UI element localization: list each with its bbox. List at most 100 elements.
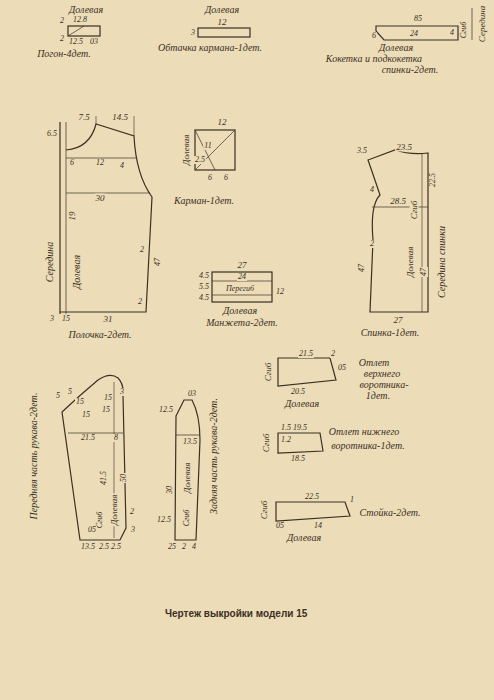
- dimension-number: 30: [166, 485, 174, 495]
- dimension-number: 30: [95, 194, 106, 203]
- part-name: Задняя часть рукава-2дет.: [209, 397, 219, 515]
- dimension-number: 15: [61, 315, 71, 323]
- dimension-number: 47: [154, 257, 162, 267]
- dimension-number: 4: [191, 543, 197, 551]
- pattern-note: Долевая: [182, 134, 191, 167]
- dimension-number: 13.5: [182, 438, 198, 446]
- dimension-number: 2.5: [110, 543, 122, 551]
- part-name: Карман-1дет.: [173, 196, 235, 206]
- part-name: Спинка-1дет.: [360, 328, 421, 338]
- dimension-number: 5: [55, 392, 61, 400]
- dimension-number: 20.5: [290, 388, 306, 396]
- dimension-number: 24: [409, 30, 419, 38]
- part-name: Обтачка кармана-1дет.: [157, 43, 263, 53]
- dimension-number: 12.5: [68, 38, 84, 46]
- dimension-number: 14: [313, 522, 323, 530]
- dimension-number: 8: [113, 434, 119, 442]
- dimension-number: 50: [120, 473, 128, 483]
- pattern-note: Долевая: [286, 533, 322, 543]
- dimension-number: 19: [68, 211, 77, 222]
- pattern-note: Долевая: [222, 306, 258, 316]
- dimension-number: 05: [337, 364, 347, 372]
- dimension-number: 03: [187, 390, 197, 398]
- dimension-number: 1: [349, 496, 355, 504]
- dimension-number: 12: [275, 288, 285, 296]
- part-name: спинки-2дет.: [381, 65, 440, 75]
- dimension-number: 25: [167, 543, 177, 551]
- pattern-note: Сгиб: [260, 500, 269, 521]
- dimension-number: 47: [358, 263, 366, 273]
- dimension-number: 14.5: [111, 113, 129, 122]
- dimension-number: 1.2: [280, 436, 292, 444]
- dimension-number: 03: [89, 38, 99, 46]
- dimension-number: 21.5: [298, 350, 314, 358]
- dimension-number: 12: [217, 18, 228, 27]
- dimension-number: 24: [237, 273, 247, 281]
- dimension-number: 5: [67, 388, 73, 396]
- pattern-note: Сгиб: [264, 362, 273, 383]
- pattern-note: Долевая: [284, 399, 320, 409]
- dimension-number: 12.8: [72, 16, 88, 24]
- dimension-number: 05: [275, 522, 285, 530]
- part-name: воротника-1дет.: [330, 441, 405, 451]
- pattern-note: Сгиб: [262, 433, 271, 454]
- dimension-number: 6: [371, 32, 377, 40]
- dimension-number: 12: [95, 159, 105, 167]
- dimension-number: 18.5: [290, 455, 306, 463]
- dimension-number: 85: [413, 15, 423, 23]
- dimension-number: 28.5: [389, 197, 407, 206]
- pattern-note: Середина: [45, 241, 55, 283]
- pattern-note: Долевая: [68, 5, 104, 15]
- part-name: 1дет.: [365, 391, 391, 401]
- dimension-number: 12: [217, 118, 228, 127]
- pattern-note: Долевая: [110, 494, 119, 527]
- dimension-number: 47: [420, 267, 428, 277]
- pattern-note: Долевая: [406, 246, 415, 279]
- dimension-number: 22.5: [304, 493, 320, 501]
- dimension-number: 3: [130, 526, 136, 534]
- dimension-number: 3: [49, 315, 55, 323]
- pattern-note: верхнего: [363, 369, 401, 379]
- dimension-number: 15: [81, 411, 91, 419]
- pattern-note: Отлет: [358, 358, 391, 368]
- pattern-note: Перегиб: [225, 285, 255, 293]
- dimension-number: 15: [101, 406, 111, 414]
- dimension-number: 2.5: [98, 543, 110, 551]
- drawing-title: Чертеж выкройки модели 15: [165, 609, 307, 619]
- dimension-number: 6: [207, 174, 213, 182]
- pattern-note: Середина: [478, 5, 487, 43]
- dimension-number: 12.5: [158, 406, 174, 414]
- part-name: Погон-4дет.: [36, 49, 92, 59]
- part-name: Передняя часть рукава-2дет.: [29, 392, 39, 521]
- part-name: Полочка-2дет.: [67, 330, 132, 340]
- pattern-note: Кокетка и подкокетка: [325, 54, 423, 64]
- pattern-note: Долевая: [378, 43, 414, 53]
- dimension-number: 2: [137, 298, 143, 306]
- pattern-note: Сгиб: [460, 21, 468, 39]
- dimension-number: 3: [190, 29, 196, 37]
- dimension-number: 2: [369, 240, 375, 248]
- pattern-note: Сгиб: [410, 200, 419, 221]
- dimension-number: 11: [203, 142, 212, 150]
- dimension-number: 23.5: [395, 143, 413, 152]
- dimension-number: 4: [449, 29, 455, 37]
- pattern-note: Долевая: [183, 462, 192, 495]
- dimension-number: 7.5: [77, 113, 90, 122]
- dimension-number: 2: [330, 350, 336, 358]
- dimension-number: 1.5: [280, 424, 292, 432]
- part-name: Манжета-2дет.: [205, 318, 279, 328]
- dimension-number: 05: [87, 526, 97, 534]
- dimension-number: 15: [75, 398, 85, 406]
- pattern-note: Отлет нижнего: [328, 427, 401, 437]
- dimension-number: 5.5: [198, 283, 210, 291]
- dimension-number: 22.5: [429, 172, 437, 188]
- dimension-number: 6.5: [46, 130, 58, 138]
- pattern-note: Долевая: [72, 254, 82, 290]
- dimension-number: 4.5: [198, 294, 210, 302]
- dimension-number: 4: [369, 186, 375, 194]
- dimension-number: 27: [393, 316, 404, 325]
- dimension-number: 13.5: [80, 543, 96, 551]
- dimension-number: 2: [129, 508, 135, 516]
- dimension-number: 12.5: [156, 516, 172, 524]
